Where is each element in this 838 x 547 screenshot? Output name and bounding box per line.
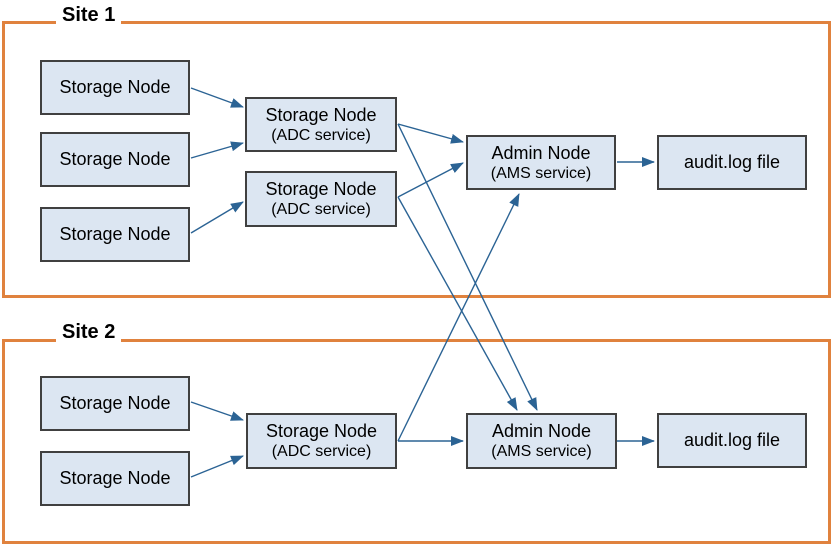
node-label: Admin Node <box>491 142 591 163</box>
node-sublabel: (AMS service) <box>490 164 592 182</box>
node-label: Admin Node <box>491 421 592 441</box>
site1-adc-storage-node-2: Storage Node (ADC service) <box>245 171 397 227</box>
node-sublabel: (AMS service) <box>491 443 592 460</box>
site2-audit-log-file: audit.log file <box>657 413 807 468</box>
site1-audit-log-file: audit.log file <box>657 135 807 190</box>
node-label: Storage Node <box>59 224 171 244</box>
node-label: audit.log file <box>683 152 781 172</box>
site1-storage-node-3: Storage Node <box>40 207 190 262</box>
node-sublabel: (ADC service) <box>271 201 371 218</box>
site2-adc-storage-node: Storage Node (ADC service) <box>246 413 397 469</box>
node-label: Storage Node <box>59 468 171 488</box>
node-label: Storage Node <box>59 149 171 169</box>
node-sublabel: (ADC service) <box>271 126 371 144</box>
node-label: Storage Node <box>265 104 377 125</box>
site-2-label: Site 2 <box>56 321 122 343</box>
site1-storage-node-1: Storage Node <box>40 60 190 115</box>
node-label: Storage Node <box>59 77 171 97</box>
node-label: Storage Node <box>265 421 378 441</box>
node-label: audit.log file <box>683 430 781 450</box>
site1-adc-storage-node-1: Storage Node (ADC service) <box>245 97 397 152</box>
node-label: Storage Node <box>59 393 171 413</box>
site1-storage-node-2: Storage Node <box>40 132 190 187</box>
site2-storage-node-1: Storage Node <box>40 376 190 431</box>
site2-storage-node-2: Storage Node <box>40 451 190 506</box>
node-sublabel: (ADC service) <box>271 443 372 460</box>
site1-admin-node: Admin Node (AMS service) <box>466 135 616 190</box>
node-label: Storage Node <box>265 179 377 199</box>
site2-admin-node: Admin Node (AMS service) <box>466 413 617 469</box>
site-1-label: Site 1 <box>56 4 122 26</box>
